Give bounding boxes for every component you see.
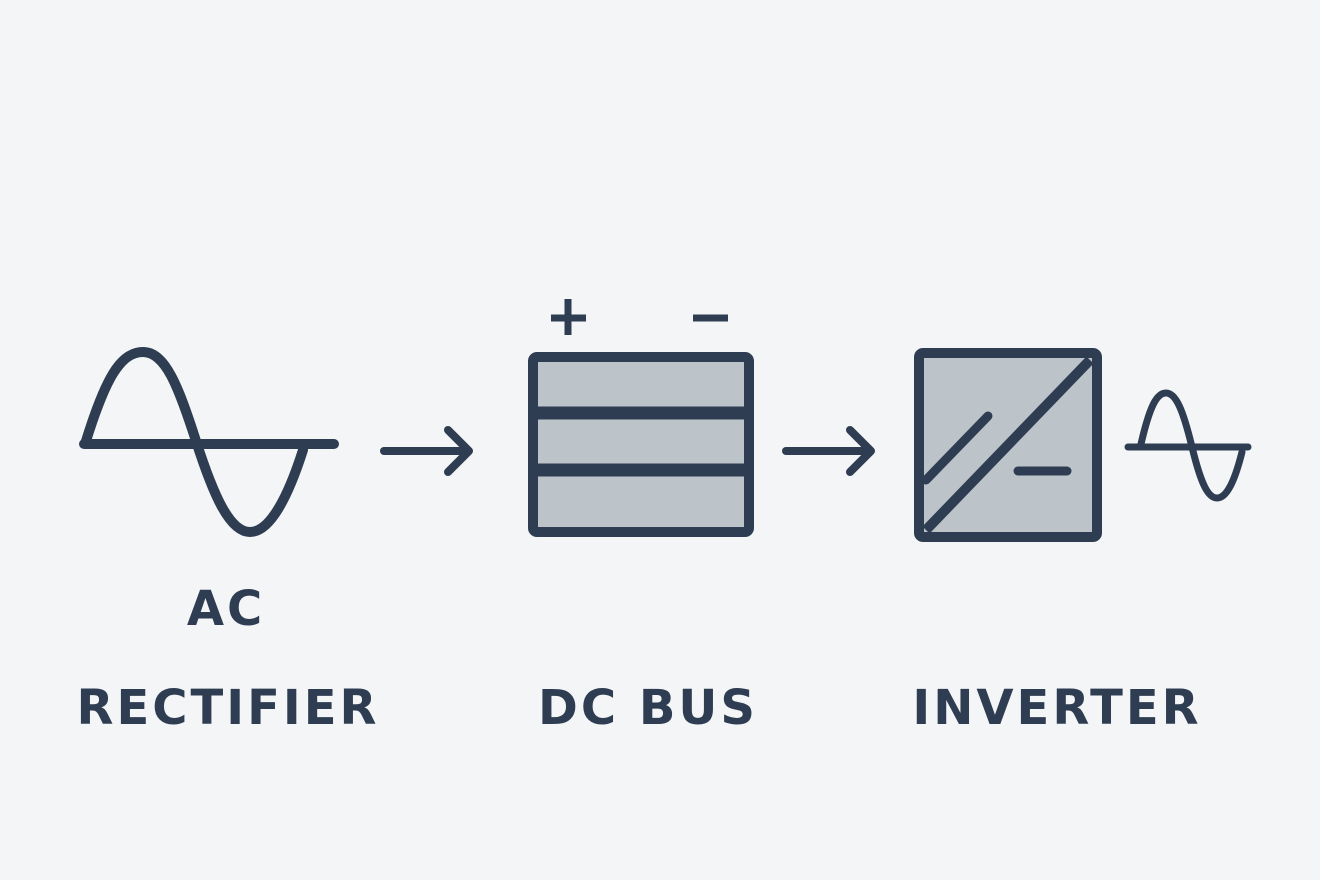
- dc-bus-label: DC BUS: [538, 680, 758, 736]
- ac-output-sine-wave-icon: [1124, 389, 1252, 502]
- dc-bus-box: [528, 352, 754, 537]
- inverter-label: INVERTER: [912, 680, 1201, 736]
- arrow-right-icon: [782, 426, 875, 476]
- arrow-right-icon: [380, 426, 473, 476]
- inverter-diagonal: [922, 356, 1094, 534]
- ac-output-wave-path: [1137, 389, 1246, 502]
- ac-wave-path: [81, 347, 308, 537]
- ac-sine-wave-icon: [79, 347, 339, 537]
- arrow-2-head: [846, 426, 875, 476]
- arrow-1-head: [444, 426, 473, 476]
- inverter-icon: [914, 348, 1102, 542]
- rectifier-label: RECTIFIER: [77, 680, 380, 736]
- ac-label: AC: [187, 581, 265, 637]
- plus-icon: [551, 299, 586, 335]
- inverter-ac-mark: [921, 411, 993, 485]
- dc-bus-icon: [528, 299, 754, 537]
